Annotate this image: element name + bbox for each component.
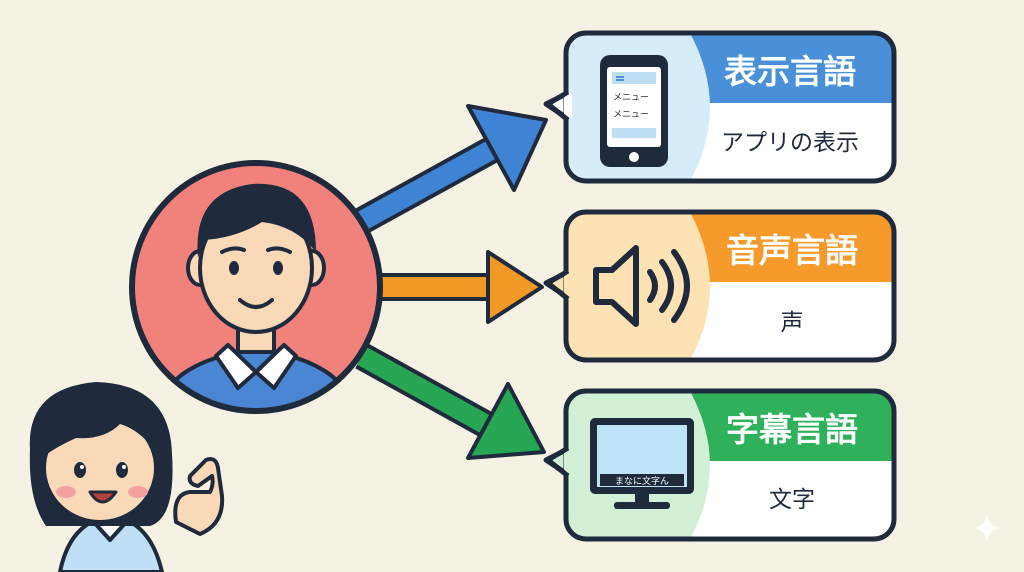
card-title-audio: 音声言語 — [726, 231, 858, 270]
card-title-subtitle: 字幕言語 — [726, 410, 858, 449]
card-subtitle-display: アプリの表示 — [721, 130, 859, 156]
arrow-to-display — [353, 104, 548, 235]
card-audio-language: 音声言語 声 — [543, 209, 897, 363]
speaker-icon — [593, 245, 690, 327]
smartphone-icon: メニュー メニュー — [600, 55, 668, 167]
phone-menu-item-2: メニュー — [613, 110, 649, 120]
card-title-display: 表示言語 — [724, 52, 856, 91]
phone-menu-item-1: メニュー — [613, 93, 649, 103]
arrow-to-audio — [374, 250, 544, 324]
card-subtitle-language: まなに文字ん 字幕言語 文字 — [543, 388, 897, 542]
sparkle-icon — [974, 514, 1000, 542]
card-display-language: メニュー メニュー 表示言語 アプリの表示 — [543, 30, 897, 184]
pointing-child-icon — [29, 382, 225, 572]
card-subtitle-audio: 声 — [781, 310, 804, 336]
arrow-to-subtitle — [355, 343, 546, 460]
card-subtitle-subtitle: 文字 — [769, 487, 815, 513]
tv-caption-text: まなに文字ん — [615, 475, 669, 487]
tv-icon: まなに文字ん — [590, 418, 694, 509]
person-avatar-icon — [129, 160, 383, 414]
